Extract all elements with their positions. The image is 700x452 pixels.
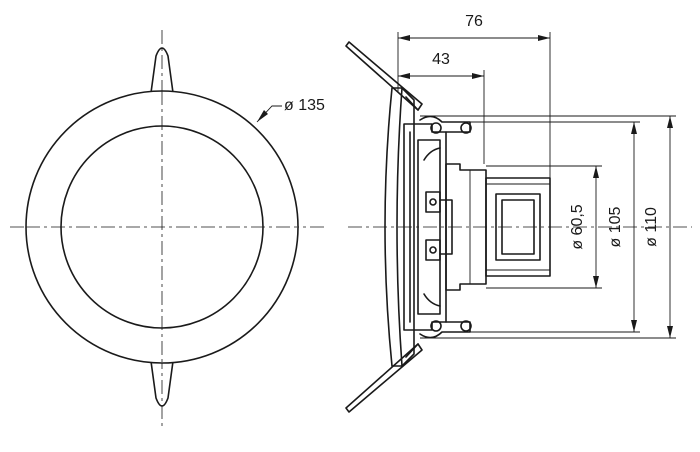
front-top-clip [149, 47, 175, 101]
dim-label-110: ø 110 [643, 207, 660, 247]
dim-label-60-5: ø 60,5 [569, 204, 586, 249]
side-bottom-spring-arm [345, 343, 423, 413]
front-view: ø 135 [10, 30, 325, 428]
side-terminal-bottom [425, 239, 441, 261]
front-diameter-leader [256, 105, 282, 123]
dim-label-43: 43 [432, 51, 450, 68]
side-terminal-block [417, 139, 441, 315]
dim-label-76: 76 [465, 13, 483, 30]
front-diameter-label: ø 135 [284, 97, 325, 114]
side-rear-window [495, 193, 541, 261]
side-terminal-top [425, 191, 441, 213]
side-view: 76 43 ø 60,5 ø 105 ø 110 [345, 13, 692, 413]
side-bottom-ear [419, 321, 471, 339]
side-magnet [445, 163, 487, 291]
dim-label-105: ø 105 [607, 206, 624, 247]
front-bottom-clip [149, 353, 175, 407]
side-rear-cap [485, 177, 551, 277]
side-top-ear [419, 115, 471, 133]
